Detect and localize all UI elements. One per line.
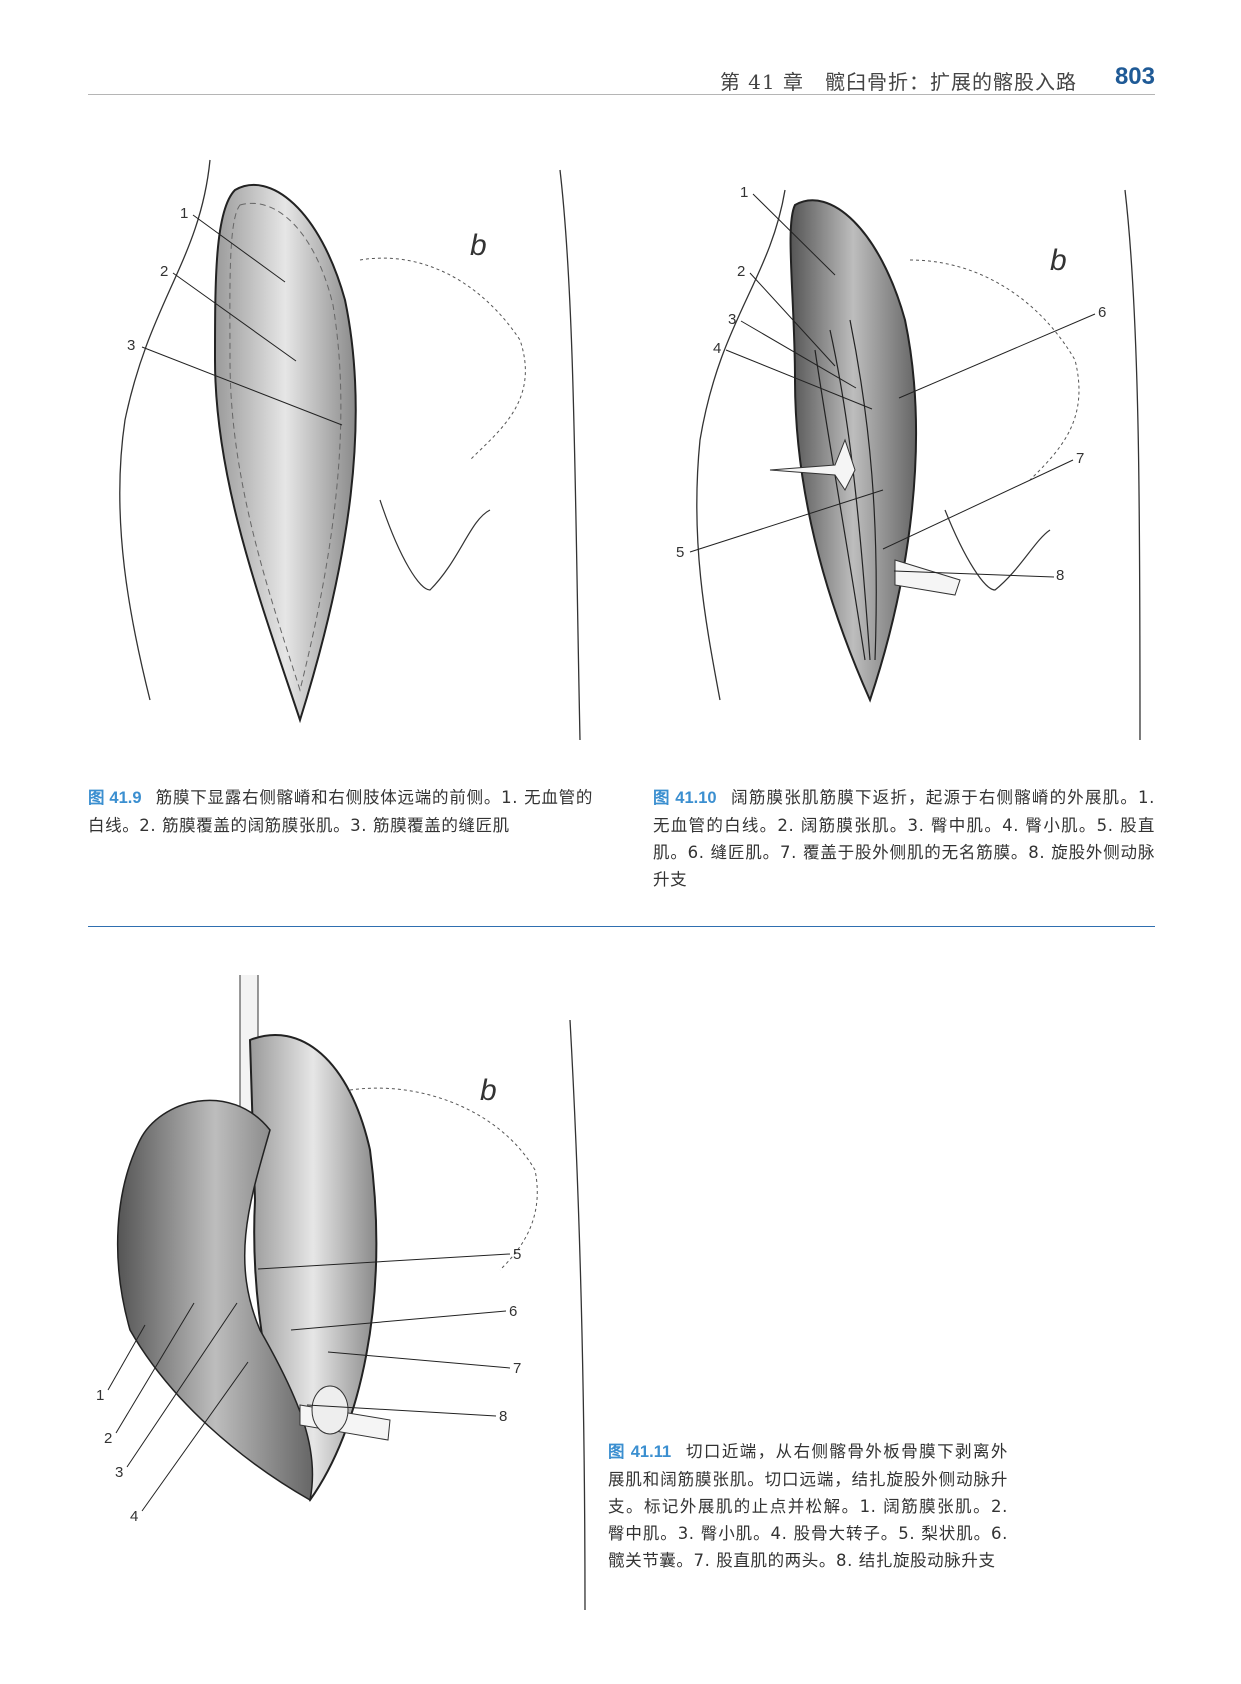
section-divider (88, 926, 1155, 927)
figure-41-10-illustration: b 1 2 3 4 5 6 7 8 (676, 184, 1141, 741)
marker-7: 7 (513, 1360, 521, 1377)
page-number: 803 (1114, 63, 1155, 90)
marker-5: 5 (676, 544, 684, 561)
side-mark: b (1050, 244, 1067, 277)
running-header: 第 41 章 髋臼骨折：扩展的髂股入路 803 (88, 60, 1155, 95)
marker-5: 5 (513, 1246, 521, 1263)
side-mark: b (480, 1074, 497, 1107)
marker-1: 1 (180, 205, 188, 222)
caption-text: 切口近端，从右侧髂骨外板骨膜下剥离外展肌和阔筋膜张肌。切口远端，结扎旋股外侧动脉… (608, 1442, 1008, 1570)
figure-41-9-illustration: b 1 2 3 (119, 159, 581, 741)
figure-label: 图 41.9 (88, 789, 142, 807)
marker-4: 4 (713, 340, 721, 357)
figure-41-11-illustration: b 1 2 3 4 5 6 7 8 (96, 975, 586, 1611)
marker-2: 2 (160, 263, 168, 280)
marker-1: 1 (740, 184, 748, 201)
caption-text: 阔筋膜张肌筋膜下返折，起源于右侧髂嵴的外展肌。1. 无血管的白线。2. 阔筋膜张… (653, 788, 1155, 889)
figure-label: 图 41.10 (653, 789, 717, 807)
marker-2: 2 (737, 263, 745, 280)
marker-6: 6 (509, 1303, 517, 1320)
marker-8: 8 (499, 1408, 507, 1425)
marker-4: 4 (130, 1508, 138, 1525)
marker-8: 8 (1056, 567, 1064, 584)
figure-label: 图 41.11 (608, 1443, 672, 1461)
caption-text: 筋膜下显露右侧髂嵴和右侧肢体远端的前侧。1. 无血管的白线。2. 筋膜覆盖的阔筋… (88, 788, 594, 835)
marker-3: 3 (728, 311, 736, 328)
marker-3: 3 (127, 337, 135, 354)
marker-2: 2 (104, 1430, 112, 1447)
side-mark: b (470, 229, 487, 262)
marker-7: 7 (1076, 450, 1084, 467)
marker-1: 1 (96, 1387, 104, 1404)
marker-6: 6 (1098, 304, 1106, 321)
marker-3: 3 (115, 1464, 123, 1481)
chapter-title: 第 41 章 髋臼骨折：扩展的髂股入路 (719, 70, 1077, 94)
